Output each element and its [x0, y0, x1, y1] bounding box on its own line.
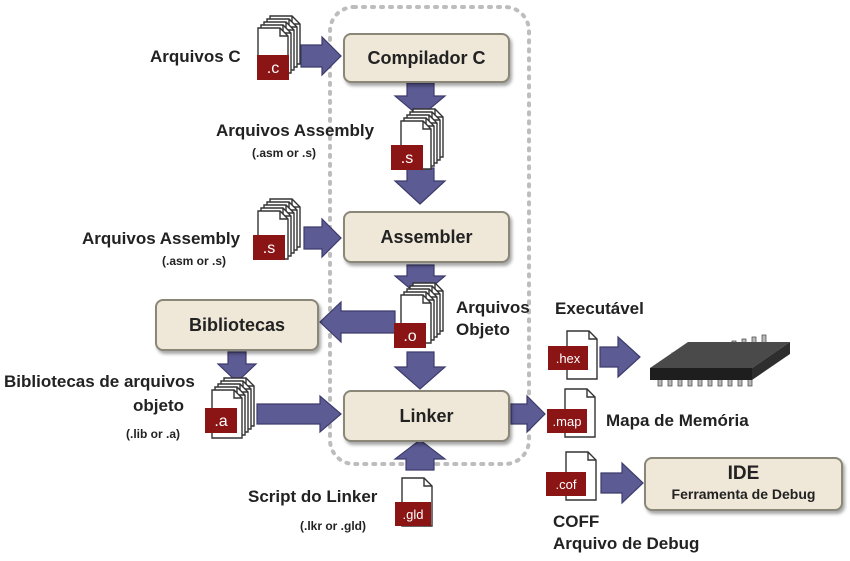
- linker-label: Linker: [399, 405, 454, 426]
- compiler-label: Compilador C: [367, 47, 486, 68]
- asm-files-mid-label: Arquivos Assembly: [216, 121, 375, 140]
- linker-script-ext-label: (.lkr or .gld): [300, 519, 366, 533]
- linker-script-document-icon: .gld: [395, 477, 433, 527]
- svg-text:.cof: .cof: [556, 477, 577, 492]
- asm-files-left-label: Arquivos Assembly: [82, 229, 241, 248]
- arrow-lib-to-linker: [256, 394, 342, 434]
- linker-script-label: Script do Linker: [248, 487, 378, 506]
- assembler-label: Assembler: [380, 226, 473, 247]
- arrow-linker-to-map: [510, 394, 546, 434]
- arrow-object-to-linker: [393, 351, 447, 390]
- microchip-icon: [650, 334, 790, 387]
- libraries-box: Bibliotecas: [155, 299, 319, 351]
- hex-document-icon: .hex: [548, 330, 598, 380]
- memory-map-label: Mapa de Memória: [606, 411, 749, 430]
- asm-ext-mid-label: (.asm or .s): [252, 146, 317, 160]
- compiler-box: Compilador C: [343, 33, 510, 83]
- object-document-stack-icon: .o: [394, 283, 443, 348]
- svg-text:.c: .c: [267, 60, 279, 77]
- asm-mid-document-stack-icon: .s: [391, 109, 443, 170]
- debug-file-label: Arquivo de Debug: [553, 534, 700, 553]
- arrow-object-to-libraries: [319, 300, 396, 344]
- svg-text:.hex: .hex: [556, 351, 581, 366]
- svg-text:.a: .a: [214, 413, 227, 430]
- arrow-compiler-to-asm: [393, 82, 447, 118]
- libraries-label: Bibliotecas: [188, 314, 286, 335]
- arrow-cof-to-ide: [600, 461, 644, 505]
- lib-files-label-line1: Bibliotecas de arquivos: [4, 372, 195, 391]
- coff-label: COFF: [553, 512, 600, 531]
- svg-text:.map: .map: [553, 414, 582, 429]
- cof-document-icon: .cof: [546, 451, 597, 501]
- svg-text:.gld: .gld: [403, 507, 424, 522]
- arrow-hex-to-chip: [599, 335, 641, 379]
- svg-text:.s: .s: [263, 240, 275, 257]
- linker-box: Linker: [343, 390, 510, 442]
- executable-label: Executável: [555, 299, 644, 318]
- ide-title: IDE: [727, 463, 760, 484]
- assembler-box: Assembler: [343, 211, 510, 263]
- lib-files-label-line2: objeto: [133, 396, 184, 415]
- svg-text:.o: .o: [403, 328, 416, 345]
- arrow-script-to-linker: [393, 439, 447, 471]
- arrow-libraries-to-libfiles: [216, 351, 258, 383]
- arrow-asm-to-assembler: [303, 217, 342, 259]
- ide-subtitle: Ferramenta de Debug: [671, 486, 816, 502]
- object-files-label-line1: Arquivos: [456, 298, 530, 317]
- map-document-icon: .map: [547, 388, 596, 438]
- asm-left-document-stack-icon: .s: [253, 199, 300, 260]
- asm-ext-left-label: (.asm or .s): [162, 254, 227, 268]
- object-files-label-line2: Objeto: [456, 320, 510, 339]
- svg-text:.s: .s: [401, 150, 413, 167]
- arrow-asm-to-assembler-down: [393, 167, 447, 205]
- c-files-label: Arquivos C: [150, 47, 241, 66]
- lib-ext-label: (.lib or .a): [126, 427, 180, 441]
- ide-box: IDE Ferramenta de Debug: [644, 457, 843, 511]
- arrow-c-to-compiler: [300, 35, 342, 77]
- c-files-document-stack-icon: .c: [257, 16, 300, 80]
- library-document-stack-icon: .a: [205, 378, 254, 438]
